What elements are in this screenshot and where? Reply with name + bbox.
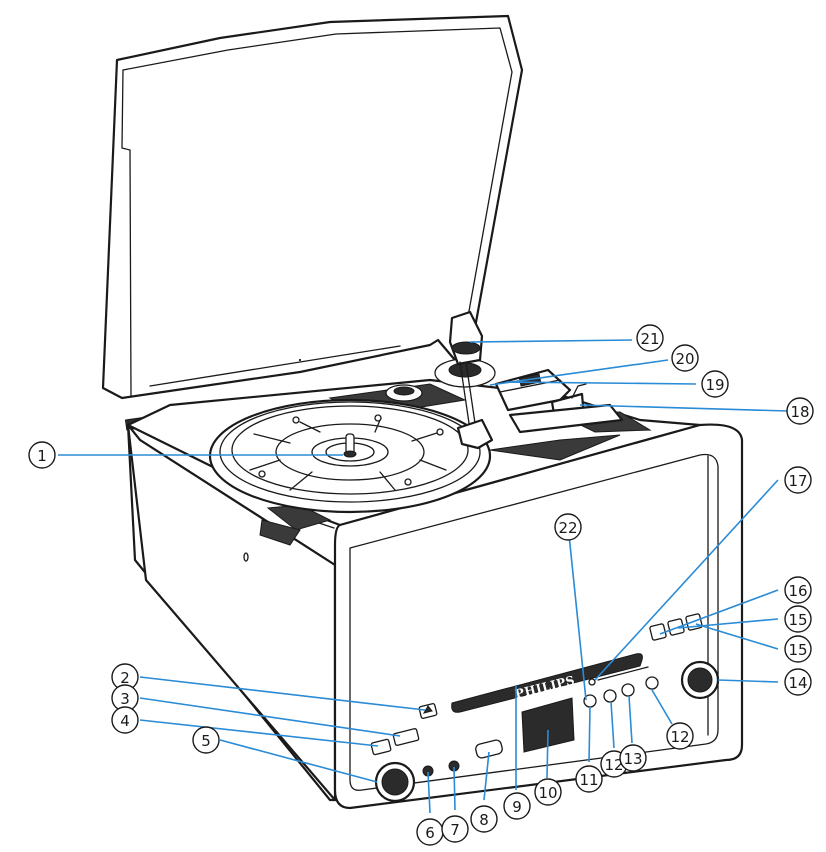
callout-number: 21 [640,330,659,348]
callout-number: 19 [705,376,724,394]
callout-19: 19 [701,370,729,398]
callout-number: 4 [120,712,130,730]
callout-circle [111,706,139,734]
callout-number: 14 [788,674,807,692]
callout-13: 13 [619,744,647,772]
callout-1: 1 [28,441,56,469]
source-button [392,728,420,746]
callout-9: 9 [503,792,531,820]
lcd-display [521,697,575,753]
callout-10: 10 [534,778,562,806]
ir-sensor [588,678,596,686]
callout-17: 17 [784,466,812,494]
callout-circle [784,668,812,696]
previous-button [603,689,617,703]
callout-circle [619,744,647,772]
callout-circle [575,765,603,793]
callout-circle [636,324,664,352]
callout-circle [671,344,699,372]
callout-12: 12 [666,722,694,750]
callout-number: 18 [790,403,809,421]
callout-number: 16 [788,582,807,600]
callout-circle [784,466,812,494]
callout-number: 8 [479,811,489,829]
callout-number: 2 [120,669,130,687]
callout-circle [784,635,812,663]
mode-button [649,623,667,641]
callout-number: 17 [788,472,807,490]
callout-number: 22 [558,519,577,537]
callout-20: 20 [671,344,699,372]
callout-circle [503,792,531,820]
callout-number: 15 [788,641,807,659]
callout-circle [784,605,812,633]
callout-circle [534,778,562,806]
callout-18: 18 [786,397,814,425]
callout-11: 11 [575,765,603,793]
callout-7: 7 [441,815,469,843]
usb-port [475,739,503,759]
callout-number: 13 [623,750,642,768]
callout-22: 22 [554,513,582,541]
callout-circle [441,815,469,843]
callout-15: 15 [784,605,812,633]
callout-circle [786,397,814,425]
callout-15: 15 [784,635,812,663]
stop-button [621,683,635,697]
callout-number: 10 [538,784,557,802]
callout-14: 14 [784,668,812,696]
tonearm-assembly [385,310,624,450]
callout-16: 16 [784,576,812,604]
callout-number: 12 [670,728,689,746]
next-button [645,676,659,690]
callout-number: 9 [512,798,522,816]
leader-lines [58,339,789,814]
callout-circle [666,722,694,750]
disc-slot [451,653,643,713]
callout-21: 21 [636,324,664,352]
callout-number: 3 [120,690,130,708]
callout-number: 6 [425,824,435,842]
callout-number: 20 [675,350,694,368]
dust-cover-lid [101,14,524,431]
callout-number: 15 [788,611,807,629]
callout-number: 7 [450,821,460,839]
callout-circle [554,513,582,541]
callout-circle [784,576,812,604]
callout-number: 11 [579,771,598,789]
callout-circle [28,441,56,469]
callout-number: 1 [37,447,47,465]
callout-5: 5 [192,726,220,754]
callout-circle [192,726,220,754]
callout-number: 12 [604,756,623,774]
callout-circle [470,805,498,833]
power-button [370,738,392,756]
callout-circle [701,370,729,398]
callout-4: 4 [111,706,139,734]
callout-number: 5 [201,732,211,750]
callout-6: 6 [416,818,444,846]
turntable-platter [208,398,492,514]
callout-8: 8 [470,805,498,833]
